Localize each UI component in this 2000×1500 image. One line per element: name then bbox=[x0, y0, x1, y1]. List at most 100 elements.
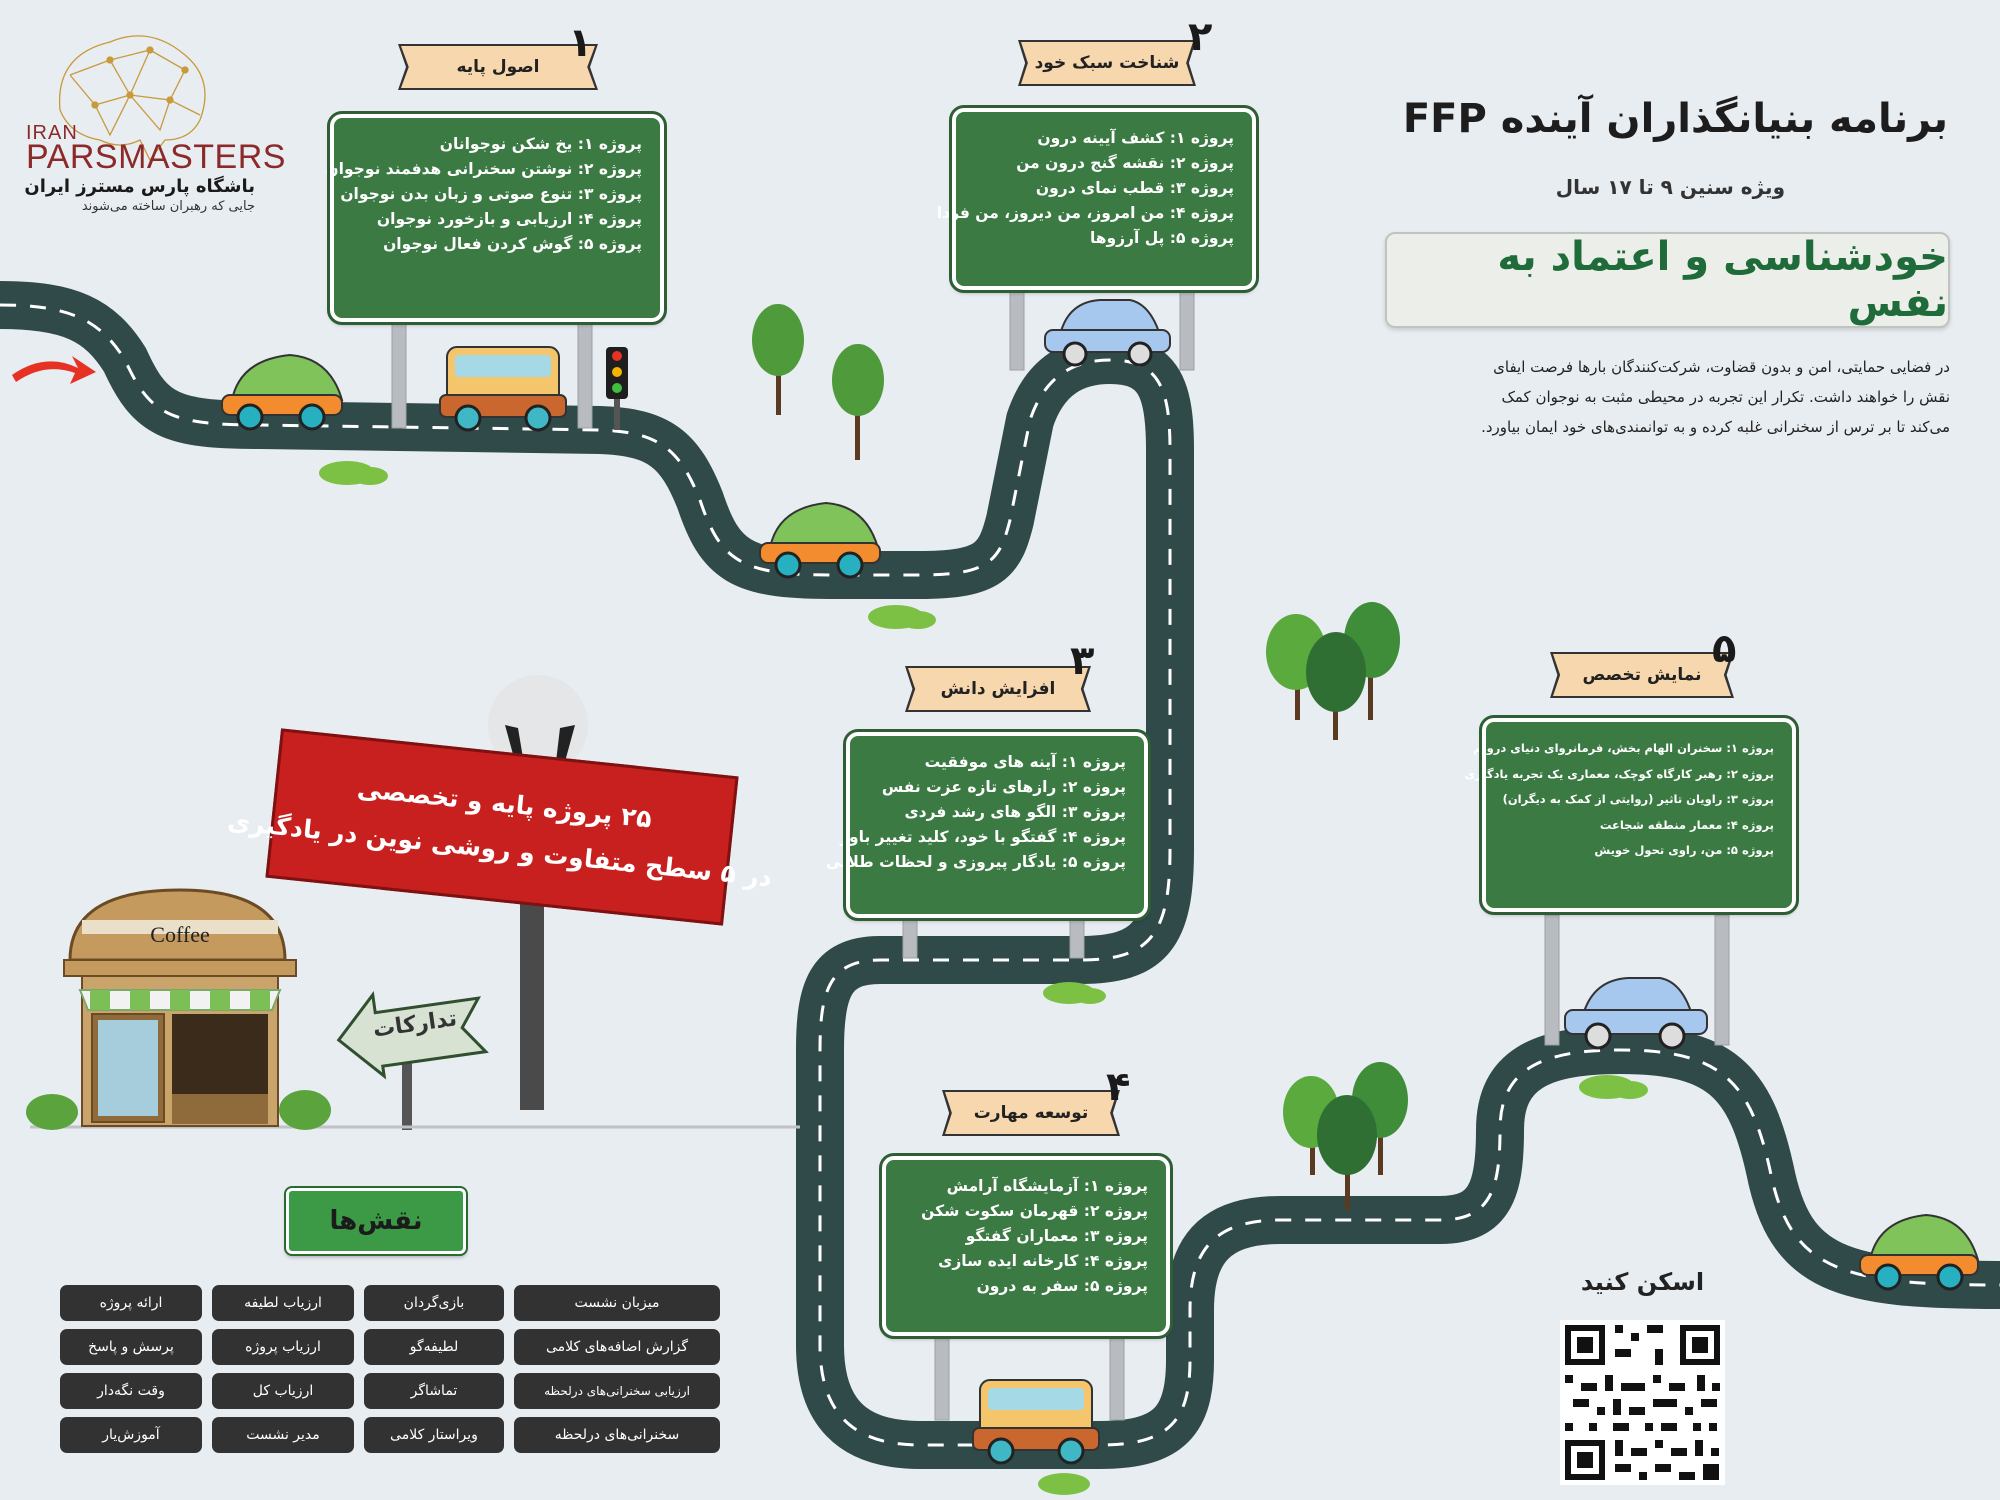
roles-title: نقش‌ها bbox=[329, 1206, 423, 1236]
road bbox=[0, 281, 2000, 1469]
station-1-number: ۱ bbox=[568, 20, 593, 66]
station-2-ribbon: شناخت سبک خود bbox=[1018, 40, 1196, 86]
role-label: ارزیاب کل bbox=[252, 1383, 314, 1399]
role-chip: گزارش اضافه‌های کلامی bbox=[514, 1329, 720, 1365]
role-label: سخنرانی‌های درلحظه bbox=[554, 1427, 680, 1443]
coffee-shop-icon bbox=[26, 888, 331, 1130]
role-chip: آموزش‌یار bbox=[60, 1417, 202, 1453]
theme-title: خودشناسی و اعتماد به نفس bbox=[1497, 234, 1948, 326]
station-3-ribbon: افزایش دانش bbox=[905, 666, 1091, 712]
station-2-number: ۲ bbox=[1188, 14, 1213, 60]
logo-name: باشگاه پارس مسترز ایران bbox=[24, 176, 255, 197]
role-chip: ویراستار کلامی bbox=[364, 1417, 504, 1453]
role-chip: تماشاگر bbox=[364, 1373, 504, 1409]
project-line: پروژه ۲: نقشه گنج درون من bbox=[1016, 154, 1234, 172]
station-1-ribbon: اصول پایه bbox=[398, 44, 598, 90]
role-label: گزارش اضافه‌های کلامی bbox=[545, 1339, 689, 1355]
page-title: برنامه بنیانگذاران آینده FFP bbox=[1402, 96, 1948, 142]
role-chip: ارزیاب کل bbox=[212, 1373, 354, 1409]
role-chip: لطیفه‌گو bbox=[364, 1329, 504, 1365]
logo-brand-text: PARSMASTERS bbox=[26, 138, 286, 176]
role-chip: سخنرانی‌های درلحظه bbox=[514, 1417, 720, 1453]
car-icon bbox=[221, 353, 344, 431]
project-line: پروژه ۳: معماران گفتگو bbox=[965, 1227, 1148, 1245]
roles-title-box: نقش‌ها bbox=[284, 1186, 468, 1256]
project-line: پروژه ۳: قطب نمای درون bbox=[1035, 179, 1234, 197]
station-1-title: اصول پایه bbox=[456, 57, 540, 77]
project-line: پروژه ۳: راویان تاثیر (روایتی از کمک به … bbox=[1502, 792, 1774, 806]
theme-box: خودشناسی و اعتماد به نفس bbox=[1385, 232, 1950, 328]
role-label: میزبان نشست bbox=[574, 1295, 660, 1311]
station-4-ribbon: توسعه مهارت bbox=[942, 1090, 1120, 1136]
station-5-number: ۵ bbox=[1712, 626, 1737, 672]
traffic-light-icon bbox=[606, 347, 628, 430]
project-line: پروژه ۳: الگو های رشد فردی bbox=[904, 803, 1126, 821]
role-label: لطیفه‌گو bbox=[409, 1339, 459, 1355]
role-chip: ارائه پروژه bbox=[60, 1285, 202, 1321]
role-label: ویراستار کلامی bbox=[390, 1427, 478, 1443]
sedan-icon bbox=[1044, 299, 1171, 367]
station-3-title: افزایش دانش bbox=[940, 679, 1056, 699]
role-label: تماشاگر bbox=[410, 1383, 458, 1399]
tree-icon bbox=[1266, 602, 1400, 740]
car-icon bbox=[759, 501, 881, 579]
role-chip: میزبان نشست bbox=[514, 1285, 720, 1321]
role-label: ارزیاب لطیفه bbox=[244, 1295, 322, 1311]
project-line: پروژه ۵: یادگار پیروزی و لحظات طلایی bbox=[825, 853, 1126, 871]
project-line: پروژه ۱: یخ شکن نوجوانان bbox=[439, 135, 642, 153]
car-icon bbox=[1859, 1213, 1980, 1291]
project-line: پروژه ۲: نوشتن سخنرانی هدفمند نوجوان bbox=[325, 160, 642, 178]
scan-label: اسکن کنید bbox=[1580, 1268, 1705, 1296]
tree-icon bbox=[752, 304, 884, 460]
brain-logo-icon bbox=[58, 35, 206, 162]
intro-paragraph: در فضایی حمایتی، امن و بدون قضاوت، شرکت‌… bbox=[1330, 352, 1950, 442]
project-line: پروژه ۴: گفتگو با خود، کلید تغییر باور bbox=[840, 828, 1126, 846]
station-3-board: پروژه ۱: آینه های موفقیت پروژه ۲: رازهای… bbox=[825, 729, 1151, 921]
coffee-sign-label: Coffee bbox=[150, 922, 210, 947]
project-line: پروژه ۲: رهبر کارگاه کوچک، معماری یک تجر… bbox=[1464, 766, 1774, 781]
role-chip: ارزیاب لطیفه bbox=[212, 1285, 354, 1321]
role-label: پرسش و پاسخ bbox=[88, 1339, 174, 1355]
role-chip: ارزیاب پروژه bbox=[212, 1329, 354, 1365]
role-label: ارزیابی سخنرانی‌های درلحظه bbox=[544, 1384, 690, 1398]
project-line: پروژه ۴: معمار منطقه شجاعت bbox=[1599, 817, 1774, 832]
sedan-icon bbox=[1564, 977, 1708, 1050]
role-label: آموزش‌یار bbox=[102, 1427, 160, 1443]
station-1-board: پروژه ۱: یخ شکن نوجوانان پروژه ۲: نوشتن … bbox=[325, 111, 667, 325]
van-icon bbox=[972, 1379, 1100, 1465]
project-line: پروژه ۱: سخنران الهام بخش، فرمانروای دنی… bbox=[1473, 741, 1774, 755]
role-label: ارائه پروژه bbox=[99, 1295, 163, 1311]
project-line: پروژه ۲: رازهای تازه عزت نفس bbox=[881, 778, 1126, 796]
project-line: پروژه ۱: آزمایشگاه آرامش bbox=[946, 1177, 1148, 1195]
role-chip: وقت نگه‌دار bbox=[60, 1373, 202, 1409]
station-4-board: پروژه ۱: آزمایشگاه آرامش پروژه ۲: قهرمان… bbox=[879, 1153, 1173, 1339]
tree-icon bbox=[1283, 1062, 1408, 1210]
project-line: پروژه ۴: من امروز، من دیروز، من فردا bbox=[936, 204, 1234, 222]
role-label: ارزیاب پروژه bbox=[245, 1339, 321, 1355]
project-line: پروژه ۴: کارخانه ایده سازی bbox=[938, 1252, 1148, 1270]
van-icon bbox=[439, 346, 567, 432]
station-4-title: توسعه مهارت bbox=[973, 1103, 1089, 1123]
role-label: مدیر نشست bbox=[246, 1427, 320, 1443]
intro-line: می‌کند تا بر ترس از سخنرانی غلبه کرده و … bbox=[1481, 418, 1950, 436]
project-line: پروژه ۵: سفر به درون bbox=[976, 1277, 1148, 1295]
station-2-board: پروژه ۱: کشف آیینه درون پروژه ۲: نقشه گن… bbox=[936, 105, 1259, 293]
project-line: پروژه ۵: پل آرزوها bbox=[1089, 229, 1234, 247]
role-chip: مدیر نشست bbox=[212, 1417, 354, 1453]
station-2-title: شناخت سبک خود bbox=[1034, 53, 1180, 73]
start-arrow-icon bbox=[12, 356, 96, 384]
project-line: پروژه ۴: ارزیابی و بازخورد نوجوان bbox=[376, 210, 642, 228]
intro-line: نقش را خواهند داشت. تکرار این تجربه در م… bbox=[1501, 388, 1950, 406]
logo-iran-text: IRAN bbox=[26, 122, 78, 144]
qr-code-icon bbox=[1560, 1320, 1725, 1485]
project-line: پروژه ۵: من، راوی تحول خویش bbox=[1594, 843, 1774, 857]
project-line: پروژه ۱: آینه های موفقیت bbox=[924, 753, 1126, 771]
project-line: پروژه ۱: کشف آیینه درون bbox=[1037, 129, 1234, 147]
station-3-number: ۳ bbox=[1070, 638, 1095, 684]
page-subtitle: ویژه سنین ۹ تا ۱۷ سال bbox=[1555, 175, 1785, 199]
logo-tagline: جایی که رهبران ساخته می‌شوند bbox=[81, 199, 255, 214]
project-line: پروژه ۵: گوش کردن فعال نوجوان bbox=[383, 235, 642, 253]
intro-line: در فضایی حمایتی، امن و بدون قضاوت، شرکت‌… bbox=[1493, 358, 1950, 376]
role-chip: بازی‌گردان bbox=[364, 1285, 504, 1321]
